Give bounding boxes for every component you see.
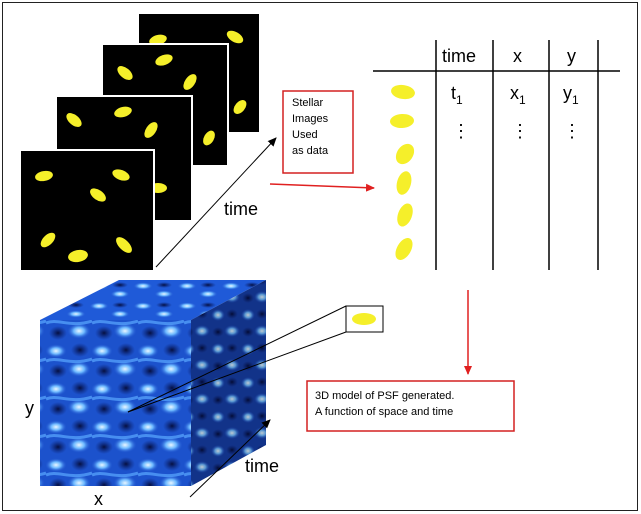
star-frame-1 bbox=[19, 149, 155, 272]
stellar-box-line-4: as data bbox=[292, 145, 329, 157]
model-box-line-1: 3D model of PSF generated. bbox=[315, 390, 454, 402]
psf-model-box: 3D model of PSF generated. A function of… bbox=[306, 380, 515, 432]
stellar-images-box: Stellar Images Used as data bbox=[282, 90, 354, 174]
table-cell-t1: t1 bbox=[451, 83, 463, 107]
cube-axis-y-label: y bbox=[25, 398, 34, 418]
stack-time-arrow bbox=[155, 137, 277, 268]
table-cell-y1: y1 bbox=[563, 83, 579, 107]
table-cell-x1: x1 bbox=[510, 83, 526, 107]
table-ellipsis-x: ⋮ bbox=[511, 121, 529, 141]
stellar-box-line-2: Images bbox=[292, 113, 329, 125]
table-ellipsis-time: ⋮ bbox=[452, 121, 470, 141]
stellar-box-line-3: Used bbox=[292, 129, 318, 141]
table-header-y: y bbox=[567, 46, 576, 66]
stack-time-label: time bbox=[224, 199, 258, 219]
cube-time-label: time bbox=[245, 456, 279, 476]
model-box-line-2: A function of space and time bbox=[315, 406, 453, 418]
data-table: time x y t1 x1 y1 ⋮ ⋮ ⋮ bbox=[373, 40, 620, 270]
psf-cube bbox=[40, 280, 266, 486]
table-header-time: time bbox=[442, 46, 476, 66]
cube-time-arrow bbox=[189, 419, 271, 498]
cube-side-face bbox=[191, 280, 266, 486]
star-stamps-column bbox=[390, 84, 415, 260]
cube-top-face bbox=[40, 280, 266, 320]
cube-front-face bbox=[40, 320, 191, 486]
red-arrow-to-table bbox=[269, 183, 375, 192]
table-ellipsis-y: ⋮ bbox=[563, 121, 581, 141]
table-header-x: x bbox=[513, 46, 522, 66]
cube-axis-x-label: x bbox=[94, 489, 103, 509]
image-stack bbox=[19, 14, 259, 272]
stellar-box-line-1: Stellar bbox=[292, 97, 324, 109]
zoom-stamp bbox=[127, 305, 384, 413]
